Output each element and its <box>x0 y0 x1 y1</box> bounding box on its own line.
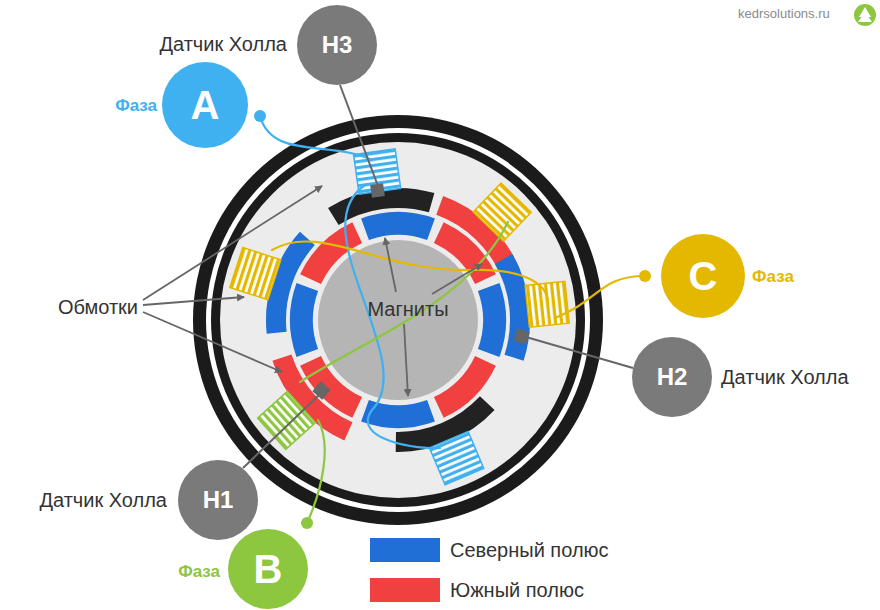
hall-sensor-circle: H3 <box>297 5 377 85</box>
part-label: Обмотки <box>58 296 138 319</box>
node-text: H3 <box>322 31 353 59</box>
watermark: kedrsolutions.ru <box>738 7 830 22</box>
hall-sensor-circle: H2 <box>632 337 712 417</box>
legend-swatch <box>370 538 440 562</box>
node-text: C <box>689 254 718 299</box>
legend-text: Северный полюс <box>450 539 609 562</box>
sensor-label: Датчик Холла <box>39 489 167 512</box>
hall-sensor-circle: H1 <box>178 460 258 540</box>
phase-label: Фаза <box>752 267 794 287</box>
node-text: H1 <box>203 486 234 514</box>
phase-label: Фаза <box>178 562 220 582</box>
phase-circle: A <box>162 62 248 148</box>
node-text: H2 <box>657 363 688 391</box>
node-text: B <box>254 547 283 592</box>
sensor-label: Датчик Холла <box>721 366 849 389</box>
sensor-label: Датчик Холла <box>159 33 287 56</box>
phase-circle: C <box>661 234 745 318</box>
node-text: A <box>191 83 220 128</box>
phase-circle: B <box>228 529 308 609</box>
legend-text: Южный полюс <box>450 579 584 602</box>
legend-swatch <box>370 578 440 602</box>
part-label: Магниты <box>367 298 448 321</box>
phase-label: Фаза <box>115 96 157 116</box>
